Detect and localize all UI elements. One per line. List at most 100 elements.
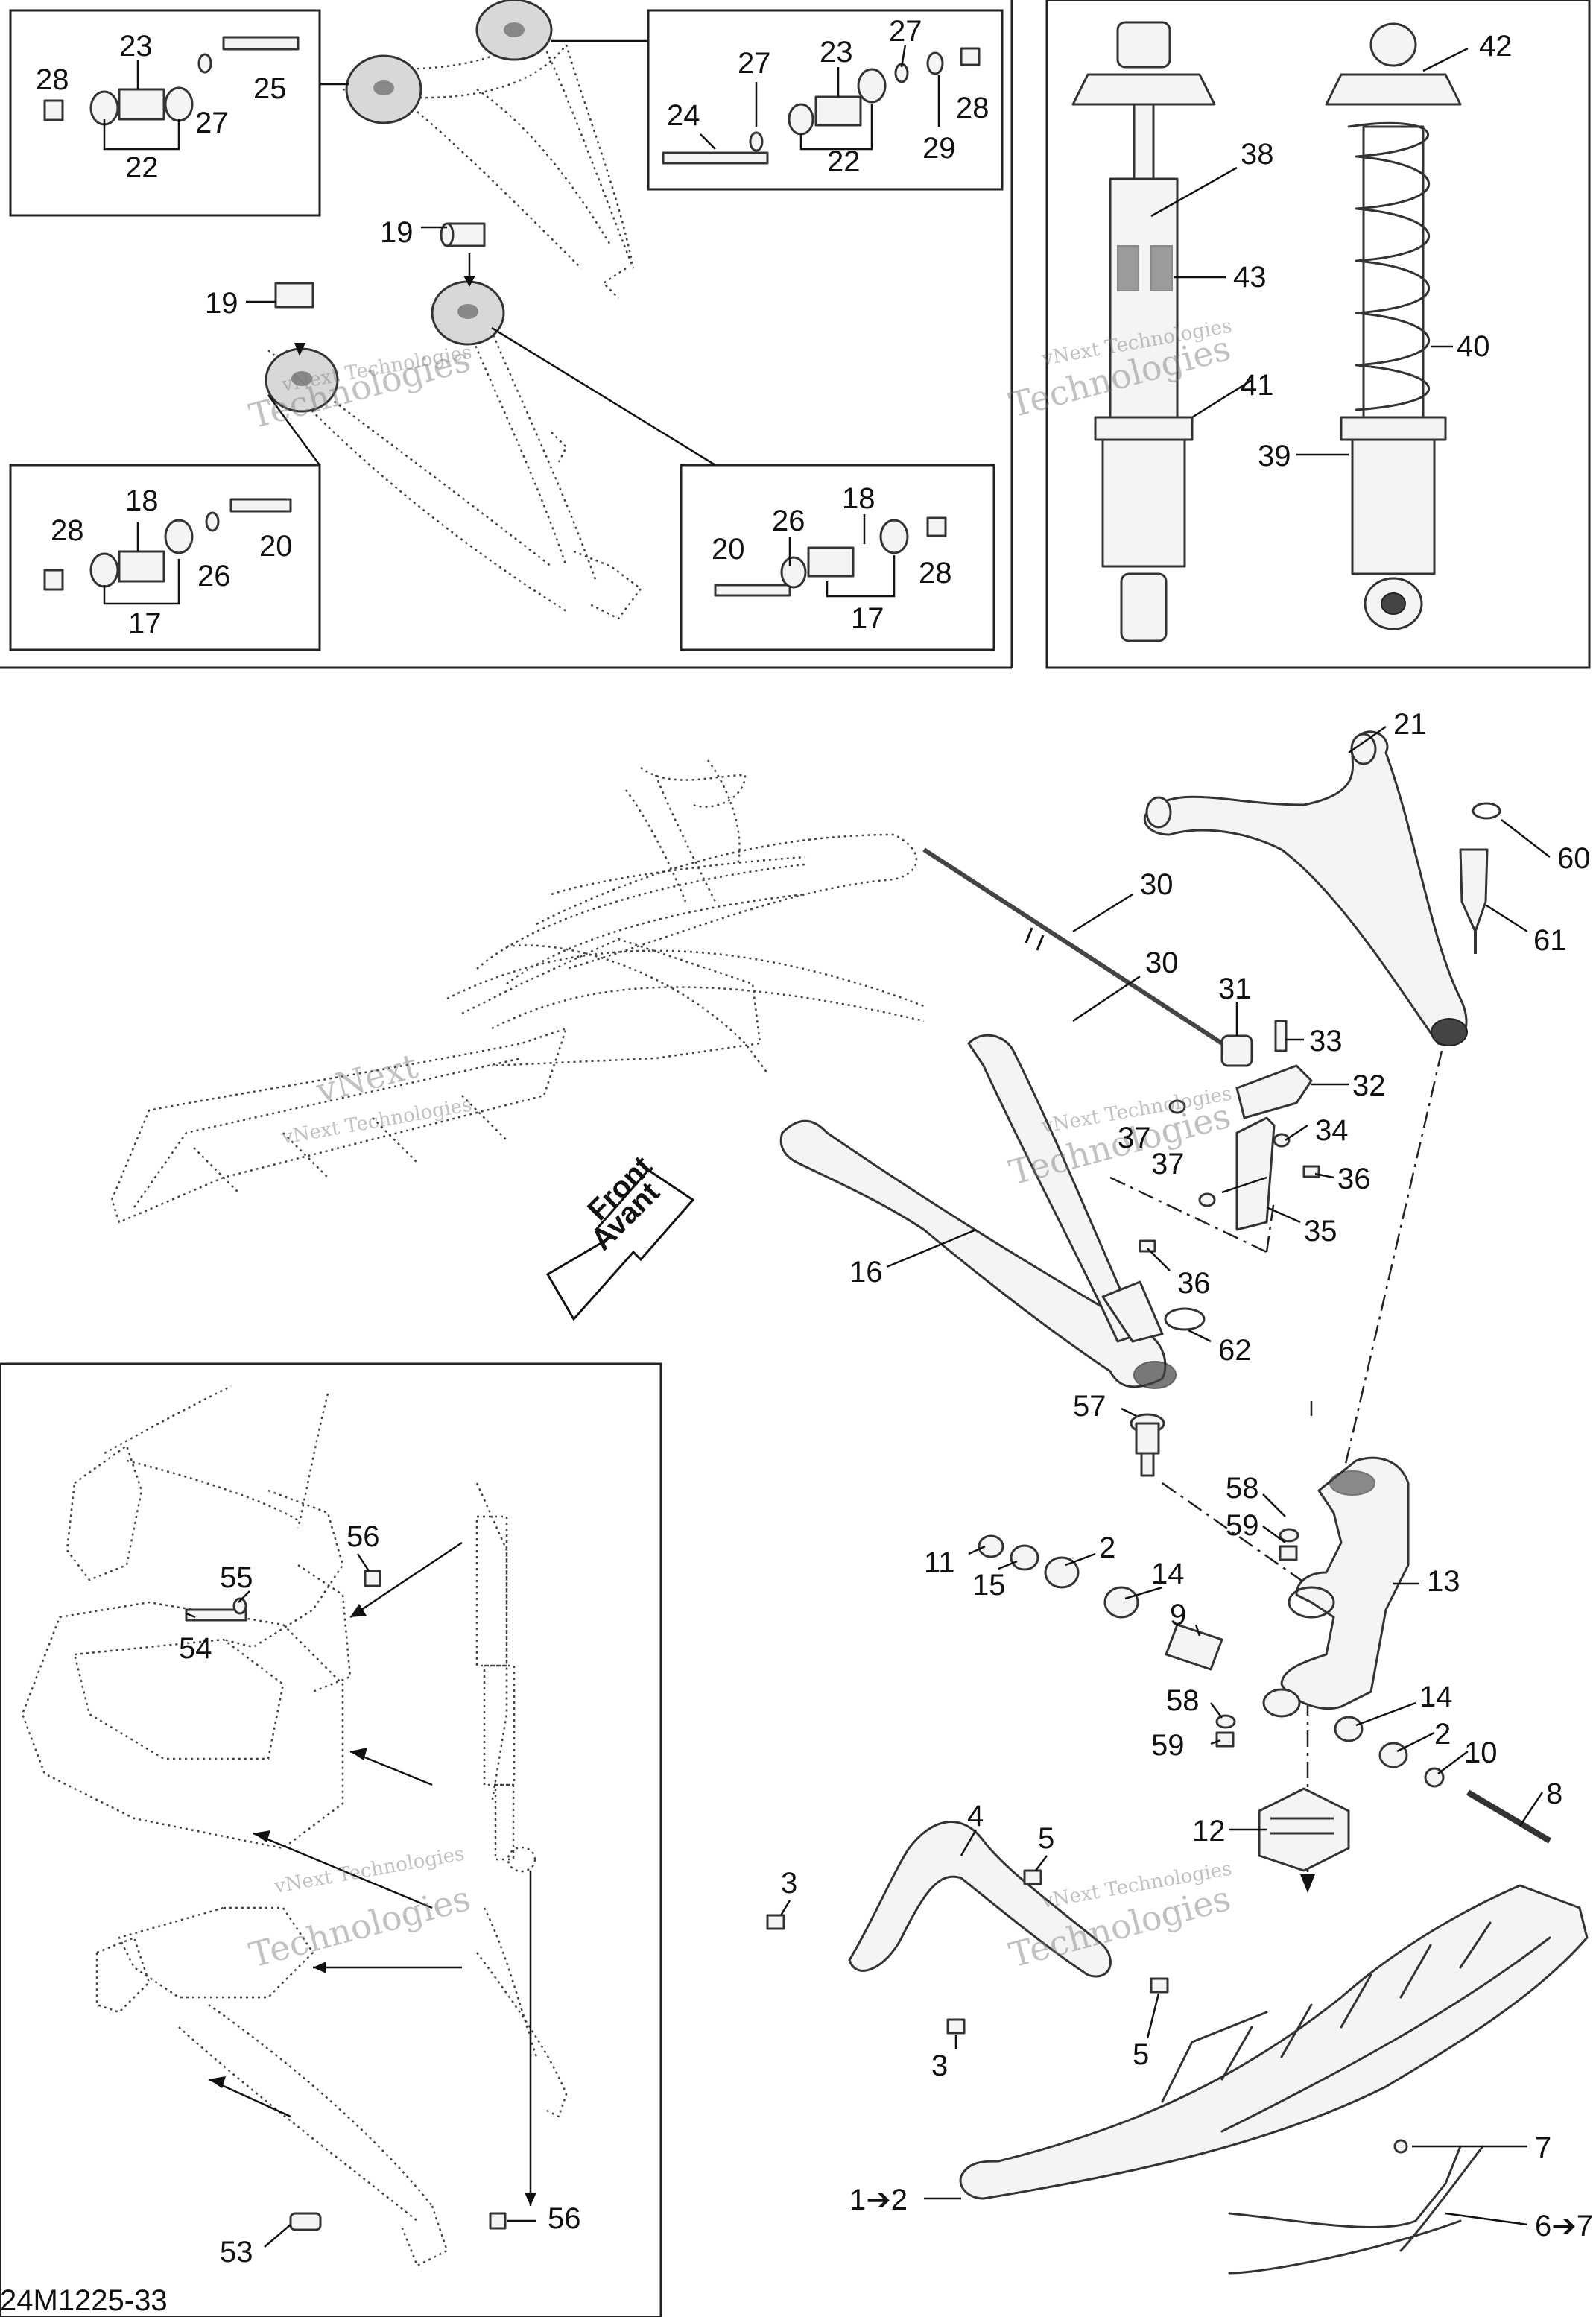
inset-arrows xyxy=(208,1541,536,2206)
inset-shock xyxy=(475,1515,536,1873)
callout: 38 xyxy=(1241,138,1274,171)
ski-mount-hardware xyxy=(978,1528,1552,1844)
hardware-tr xyxy=(662,47,981,597)
shock-absorber-right xyxy=(1325,22,1462,630)
callout: 17 xyxy=(851,602,884,635)
callout: 22 xyxy=(827,145,861,178)
callout: 18 xyxy=(842,482,875,515)
callout: 20 xyxy=(712,533,745,566)
callout: 32 xyxy=(1352,1069,1386,1102)
svg-text:vNext Technologies: vNext Technologies xyxy=(279,1093,474,1149)
assembly-dotted xyxy=(110,759,925,1224)
figure-code: 24M1225-33 xyxy=(0,2284,168,2317)
bushing-19 xyxy=(274,222,486,309)
svg-text:vNext: vNext xyxy=(311,1046,422,1111)
callout: 28 xyxy=(919,557,952,589)
callout: 19 xyxy=(380,216,414,249)
callout: 42 xyxy=(1479,30,1513,63)
callout: 2 xyxy=(1099,1532,1115,1564)
callout: 37 xyxy=(1151,1148,1185,1180)
callout: 60 xyxy=(1557,842,1591,875)
callout: 16 xyxy=(849,1256,883,1289)
callout: 41 xyxy=(1241,369,1274,402)
callout: 22 xyxy=(125,151,159,184)
callout: 37 xyxy=(1118,1122,1151,1154)
callout: 58 xyxy=(1226,1472,1259,1505)
callout: 5 xyxy=(1038,1822,1054,1855)
callout-labels: 28 23 25 27 22 19 19 28 18 20 26 17 27 2… xyxy=(36,15,1593,2269)
callout: 14 xyxy=(1151,1558,1185,1590)
upper-a-arm-dotted xyxy=(267,29,642,620)
callout: 56 xyxy=(548,2202,581,2235)
callout: 31 xyxy=(1218,973,1252,1005)
callout: 54 xyxy=(179,1632,212,1665)
callout: 14 xyxy=(1419,1681,1453,1713)
callout: 35 xyxy=(1304,1215,1337,1248)
callout: 24 xyxy=(667,99,700,132)
leader-lines xyxy=(103,44,1551,2248)
callout: 27 xyxy=(889,15,922,48)
callout: 8 xyxy=(1546,1777,1562,1810)
a-arm-21 xyxy=(1143,730,1468,1046)
callout: 30 xyxy=(1145,946,1179,979)
callout: 26 xyxy=(197,560,231,592)
front-arrow: Front Avant xyxy=(545,1150,695,1321)
callout: 26 xyxy=(772,505,805,537)
callout: 62 xyxy=(1218,1334,1252,1367)
callout: 36 xyxy=(1337,1163,1371,1195)
callout: 43 xyxy=(1233,261,1267,294)
callout: 1➔2 xyxy=(849,2184,908,2216)
callout: 36 xyxy=(1177,1267,1211,1300)
pin-61-ring-60 xyxy=(1459,802,1501,954)
wear-pad-12 xyxy=(1258,1787,1350,1872)
callout: 57 xyxy=(1073,1390,1106,1423)
frame-inset-dotted xyxy=(21,1385,568,2267)
callout: 28 xyxy=(956,92,989,124)
callout: 13 xyxy=(1427,1565,1460,1598)
callout: 12 xyxy=(1192,1815,1226,1847)
a-arm-16 xyxy=(779,1034,1206,1389)
callout: 53 xyxy=(220,2236,253,2269)
callout: 17 xyxy=(128,607,162,640)
callout: 27 xyxy=(195,107,229,139)
hardware-tl xyxy=(43,36,300,591)
svg-text:Technologies: Technologies xyxy=(245,339,475,437)
callout: 15 xyxy=(972,1569,1006,1602)
callout: 23 xyxy=(820,36,853,69)
callout: 3 xyxy=(931,2049,948,2082)
callout: 2 xyxy=(1434,1718,1451,1751)
inset-bolts xyxy=(185,1570,507,2231)
callout: 28 xyxy=(36,63,69,96)
ball-joint-57 xyxy=(1130,1413,1165,1477)
handle-4 xyxy=(766,1821,1169,2035)
callout: 4 xyxy=(967,1800,984,1833)
callout: 18 xyxy=(125,484,159,517)
disc-leaders xyxy=(267,39,716,467)
pivot-discs xyxy=(265,0,553,413)
spindle-13 xyxy=(1262,1456,1410,1718)
callout: 19 xyxy=(205,287,238,320)
callout: 11 xyxy=(924,1546,955,1579)
callout: 9 xyxy=(1170,1599,1186,1631)
callout: 59 xyxy=(1151,1729,1185,1762)
callout: 40 xyxy=(1457,330,1490,363)
callout: 6➔7 xyxy=(1535,2210,1593,2242)
callout: 25 xyxy=(253,72,287,105)
ski xyxy=(959,1884,1589,2275)
callout: 28 xyxy=(51,514,84,547)
callout: 3 xyxy=(781,1867,797,1900)
callout: 10 xyxy=(1464,1736,1498,1769)
callout: 61 xyxy=(1533,924,1567,957)
rod-30 xyxy=(922,847,1223,1046)
callout: 55 xyxy=(220,1561,253,1594)
callout: 39 xyxy=(1258,440,1291,472)
callout: 7 xyxy=(1535,2131,1551,2164)
shock-absorber-left xyxy=(1071,21,1216,642)
callout: 58 xyxy=(1166,1684,1200,1717)
callout: 5 xyxy=(1133,2038,1149,2071)
callout: 30 xyxy=(1140,868,1174,901)
callout: 33 xyxy=(1309,1025,1343,1058)
callout: 21 xyxy=(1393,708,1427,741)
